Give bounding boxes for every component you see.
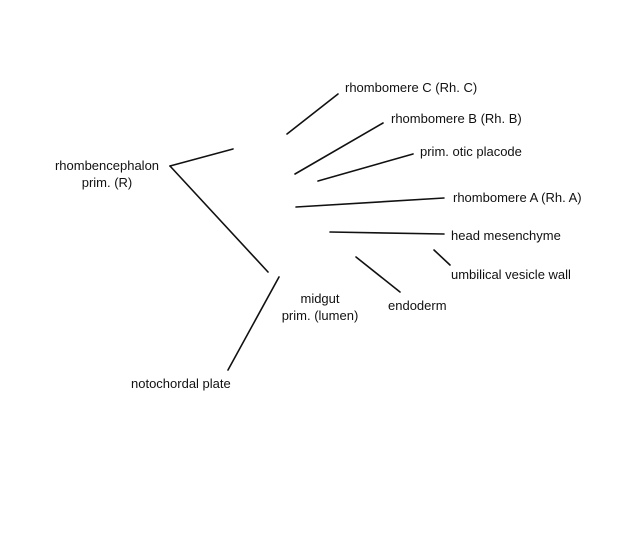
label-rhombomere-b: rhombomere B (Rh. B) [391,111,522,126]
label-midgut-line2: prim. (lumen) [281,308,359,323]
leader-rhombomere-c [286,93,339,135]
leader-rhombencephalon-upper [169,148,234,167]
label-otic-placode: prim. otic placode [420,144,522,159]
leader-rhombencephalon-lower [169,165,269,273]
label-umbilical-vesicle-wall: umbilical vesicle wall [451,267,571,282]
leader-head-mesenchyme [329,231,445,235]
label-rhombencephalon-line1: rhombencephalon [54,158,160,173]
leader-endoderm [355,256,401,293]
leader-umbilical-vesicle-wall [433,249,451,266]
label-midgut-line1: midgut [300,291,340,306]
leader-otic-placode [317,153,414,182]
label-notochordal-plate: notochordal plate [131,376,231,391]
label-rhombencephalon-line2: prim. (R) [81,175,133,190]
label-rhombomere-c: rhombomere C (Rh. C) [345,80,478,95]
leader-notochordal-plate [227,276,280,371]
leader-rhombomere-b [294,122,384,175]
label-rhombencephalon: rhombencephalon prim. (R) [46,157,168,191]
label-head-mesenchyme: head mesenchyme [451,228,561,243]
label-rhombomere-a: rhombomere A (Rh. A) [453,190,582,205]
label-midgut: midgut prim. (lumen) [270,290,370,324]
leader-rhombomere-a [295,197,445,208]
label-endoderm: endoderm [388,298,447,313]
